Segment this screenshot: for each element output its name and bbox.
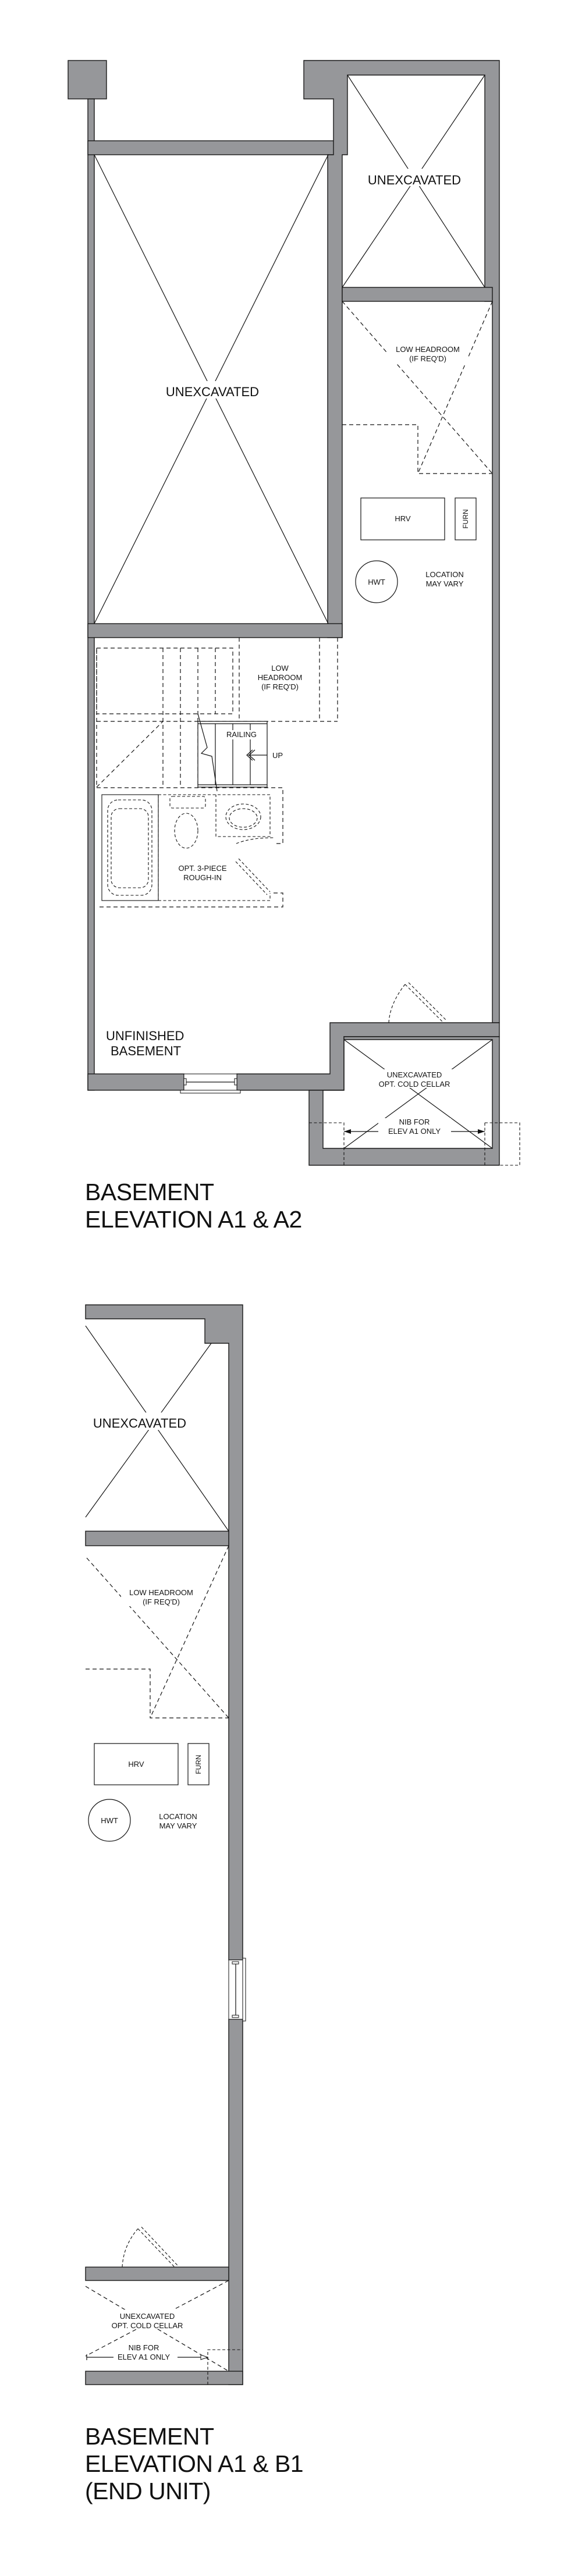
hot-water-tank [88, 1799, 131, 1842]
plan2-window [228, 1958, 246, 2022]
plan2-title-line2: ELEVATION A1 & B1 [85, 2450, 303, 2477]
label-low-headroom: LOW HEADROOM [396, 345, 460, 354]
label-unexcavated: UNEXCAVATED [368, 173, 461, 187]
plan2-cellar-bottom-wall [85, 2371, 243, 2385]
plan1-stairs: RAILING UP LOW HEADROOM (IF REQ'D) [96, 638, 338, 792]
label-may-vary: MAY VARY [159, 1821, 197, 1830]
plan1-top-right-wall [303, 60, 500, 1023]
plan2-title-line1: BASEMENT [85, 2423, 214, 2450]
plan1-low-headroom-right: LOW HEADROOM (IF REQ'D) [342, 301, 493, 474]
plan-2-elevation-a1-b1-end-unit: UNEXCAVATED LOW HEADROOM (IF REQ'D) HRV … [85, 1304, 304, 2504]
hot-water-tank [355, 560, 398, 603]
label-unexcavated: UNEXCAVATED [166, 385, 259, 399]
plan1-left-wall [87, 98, 95, 1091]
plan1-partition-wall [342, 287, 493, 302]
label-basement: BASEMENT [111, 1044, 181, 1058]
label-if-reqd: (IF REQ'D) [143, 1597, 180, 1606]
label-unexcavated: UNEXCAVATED [387, 1070, 442, 1079]
plan1-window [180, 1073, 241, 1094]
plan1-cold-cellar: UNEXCAVATED OPT. COLD CELLAR NIB FOR ELE… [309, 1039, 520, 1166]
plan2-unexcavated: UNEXCAVATED [85, 1325, 229, 1532]
label-elev-a1-only: ELEV A1 ONLY [118, 2353, 170, 2361]
label-if-reqd: (IF REQ'D) [261, 682, 299, 691]
plan2-low-headroom: LOW HEADROOM (IF REQ'D) [86, 1545, 229, 1718]
label-nib-for: NIB FOR [129, 2343, 159, 2352]
plan1-bottom-wall-right [236, 1022, 500, 1091]
label-rough-in: ROUGH-IN [183, 873, 222, 882]
plan2-mechanical: HRV FURN HWT LOCATION MAY VARY [88, 1743, 210, 1842]
plan1-title-line1: BASEMENT [85, 1179, 214, 1205]
plan1-mechanical: HRV FURN HWT LOCATION MAY VARY [355, 497, 477, 603]
label-may-vary: MAY VARY [426, 579, 464, 588]
label-opt-cold-cellar: OPT. COLD CELLAR [379, 1080, 450, 1088]
plan1-unexcavated-top-right: UNEXCAVATED [342, 74, 485, 288]
label-hwt: HWT [101, 1816, 118, 1825]
furnace-unit [455, 497, 477, 540]
plan2-cold-cellar: UNEXCAVATED OPT. COLD CELLAR NIB FOR ELE… [85, 2280, 243, 2385]
label-low-headroom: LOW HEADROOM [129, 1588, 193, 1597]
plan1-title-line2: ELEVATION A1 & A2 [85, 1206, 302, 1233]
plan2-top-right-wall [85, 1304, 243, 1961]
label-hrv: HRV [395, 514, 411, 523]
label-hwt: HWT [368, 578, 385, 586]
label-hrv: HRV [128, 1760, 144, 1769]
label-unexcavated: UNEXCAVATED [93, 1416, 186, 1431]
hrv-unit [360, 497, 445, 540]
plan1-pillar [68, 60, 107, 99]
label-opt-3-piece: OPT. 3-PIECE [178, 864, 226, 873]
plan1-unexcavated-main: UNEXCAVATED [94, 154, 329, 624]
label-unexcavated: UNEXCAVATED [120, 2312, 175, 2321]
plan2-cellar-door [122, 2226, 178, 2268]
label-low: LOW [271, 664, 289, 673]
label-up: UP [272, 751, 283, 760]
label-furn: FURN [194, 1755, 203, 1774]
label-nib-for: NIB FOR [399, 1118, 430, 1126]
hrv-unit [94, 1743, 179, 1785]
plan2-cellar-top-wall [85, 2267, 229, 2281]
plan2-title-line3: (END UNIT) [85, 2478, 211, 2504]
furnace-unit [187, 1743, 210, 1785]
plan-1-elevation-a1-a2: UNEXCAVATED UNEXCAVATED LOW HEADROOM (IF… [68, 60, 520, 1233]
label-opt-cold-cellar: OPT. COLD CELLAR [112, 2321, 183, 2330]
plan1-porch-wall [87, 140, 343, 155]
plan1-bottom-wall-left [87, 1073, 184, 1091]
label-if-reqd: (IF REQ'D) [409, 354, 446, 363]
plan2-right-wall-lower [228, 2019, 243, 2385]
label-railing: RAILING [226, 730, 257, 739]
plan1-cellar-door [388, 982, 448, 1023]
label-unfinished: UNFINISHED [106, 1029, 184, 1043]
label-location: LOCATION [159, 1812, 197, 1821]
label-location: LOCATION [425, 570, 464, 579]
plan1-bathroom-rough-in: OPT. 3-PIECE ROUGH-IN [97, 787, 283, 908]
label-elev-a1-only: ELEV A1 ONLY [388, 1127, 441, 1136]
plan1-mid-wall [87, 623, 343, 638]
plan2-partition-wall [85, 1531, 229, 1546]
label-furn: FURN [462, 509, 470, 528]
label-headroom: HEADROOM [258, 673, 303, 682]
